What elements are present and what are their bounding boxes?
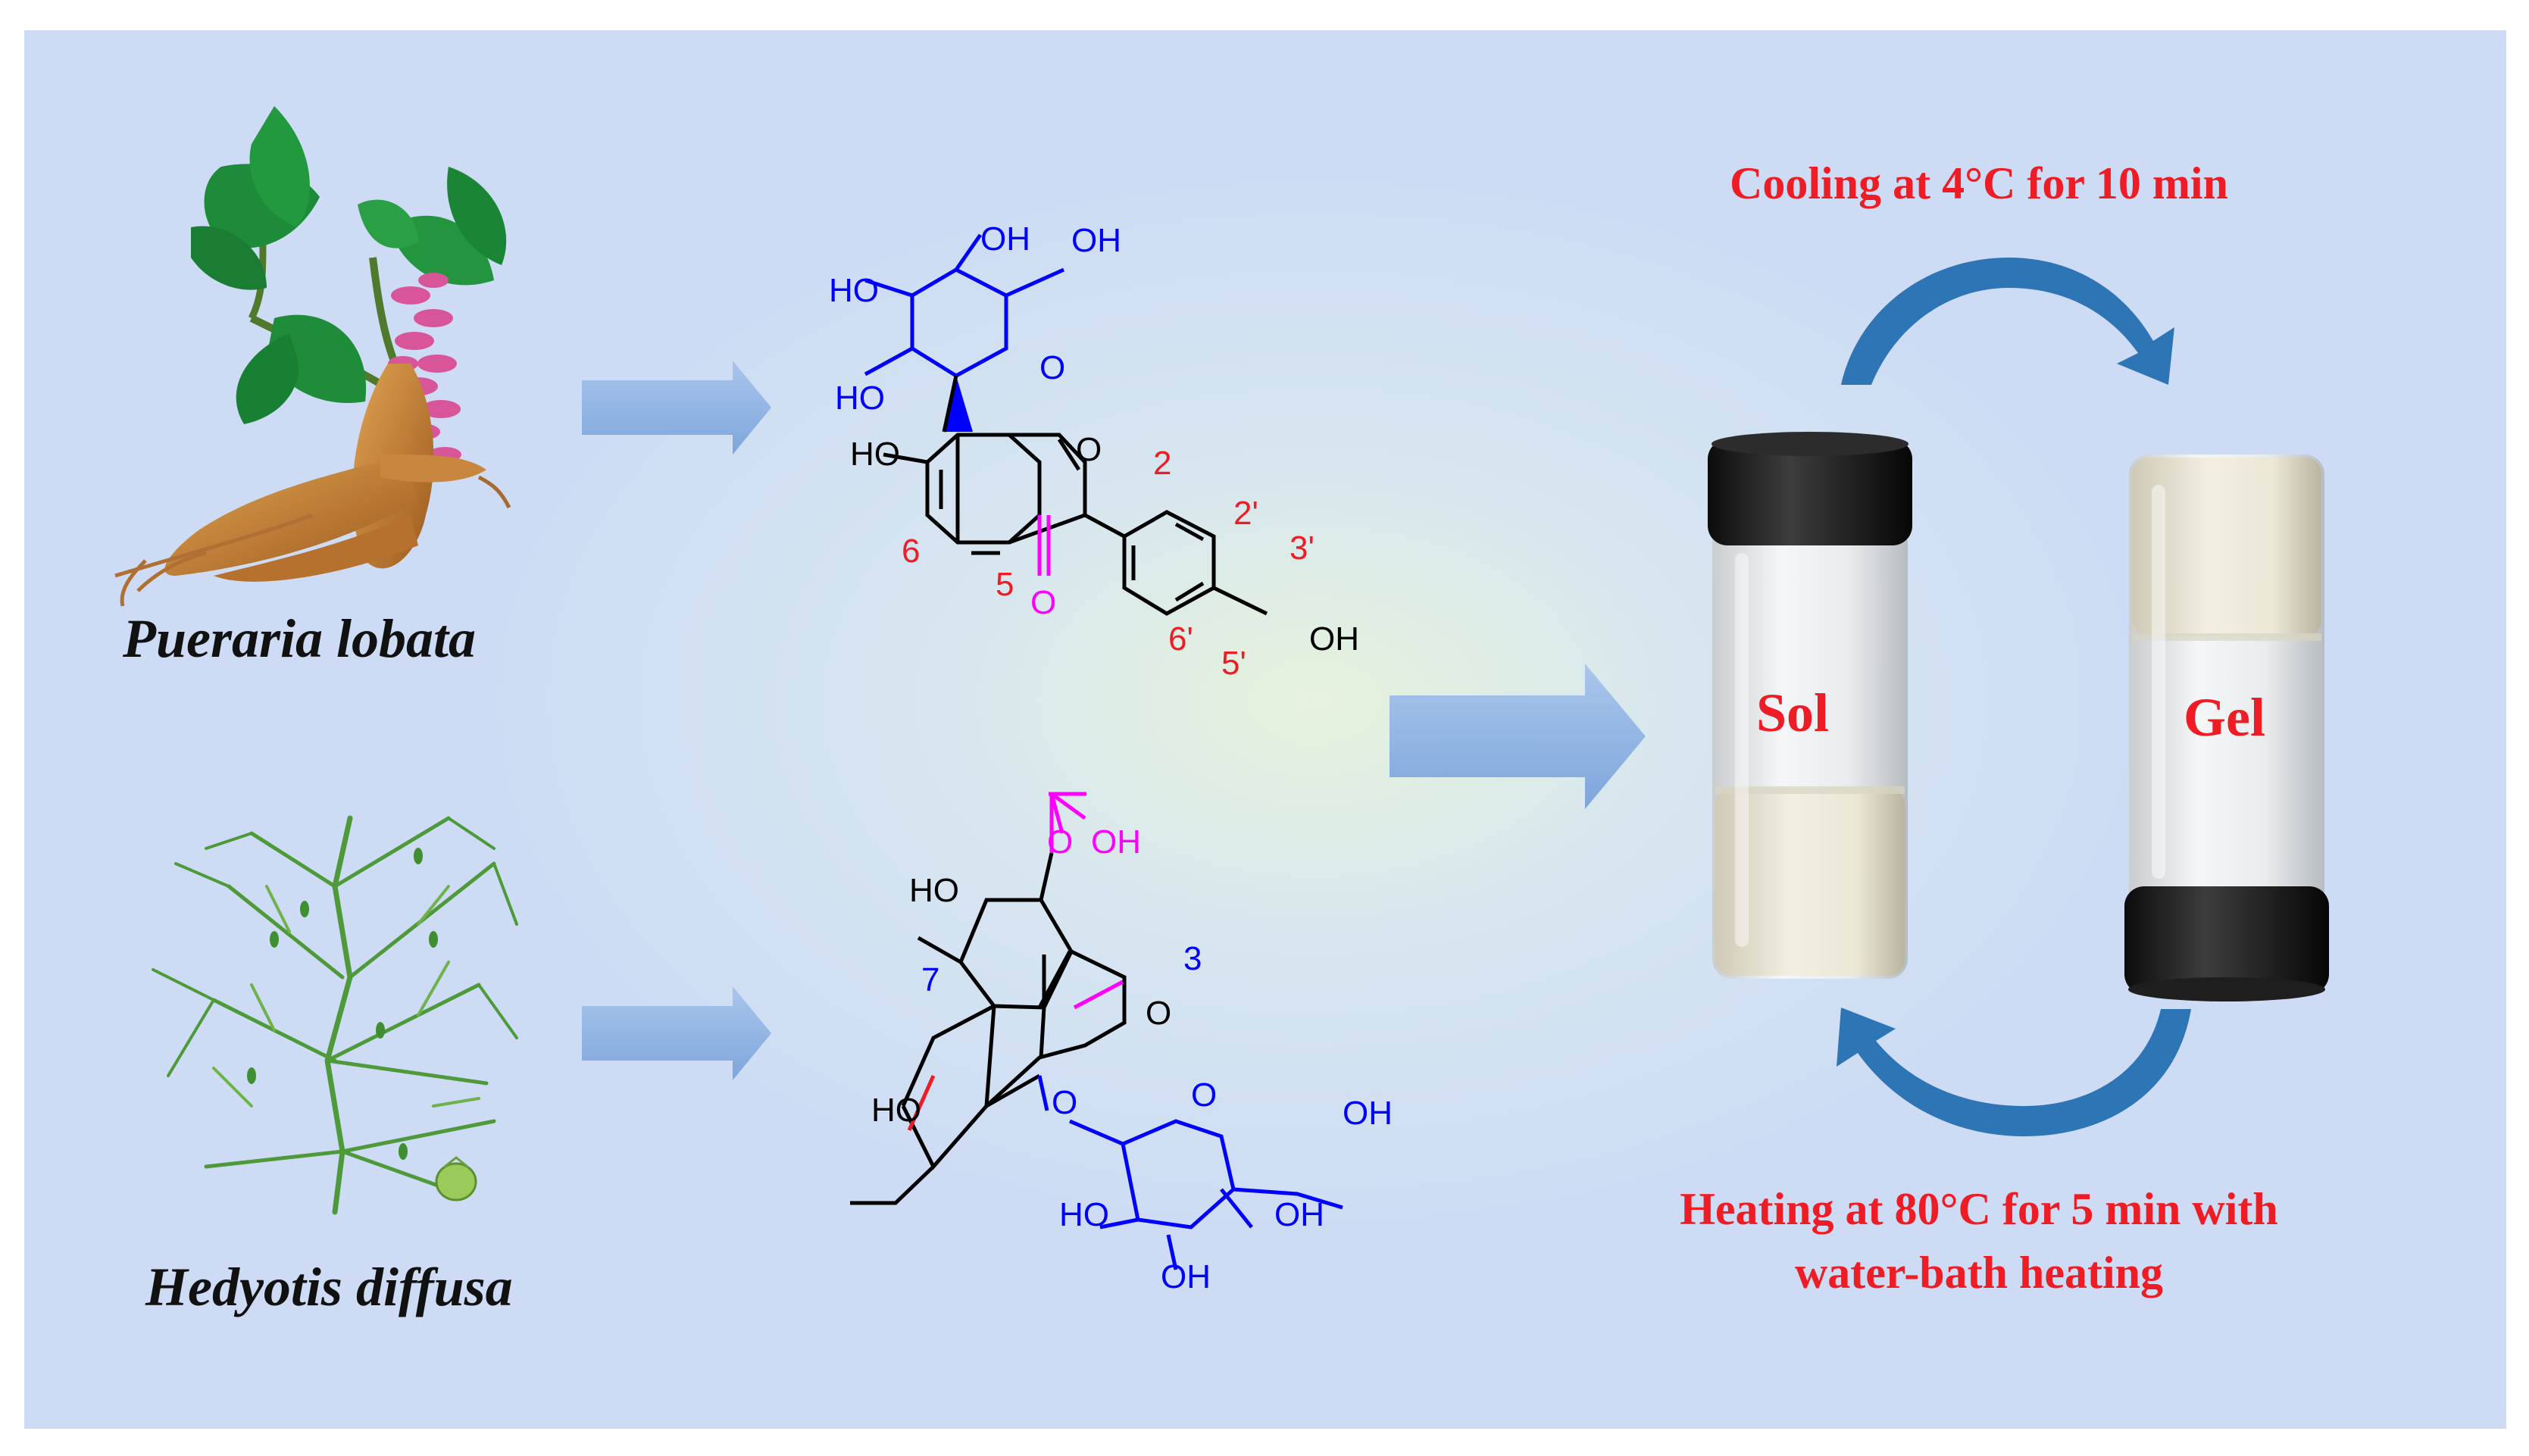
arrow-hedyotis-to-geniposidic-acid (582, 986, 771, 1080)
puerarin-label-11: 2' (1233, 495, 1258, 532)
puerarin-label-15: OH (1309, 620, 1359, 658)
puerarin-structure: OH OH HO O HO HO O 2 6 5 O 2' 3' 6' 5' O… (829, 220, 1359, 682)
puerarin-label-7: 2 (1153, 445, 1171, 482)
pueraria-lobata-label: Pueraria lobata (123, 608, 477, 669)
geniposidic-acid-structure: O OH HO 3 7 O HO O O OH HO OH OH (850, 792, 1393, 1295)
geniposidic-label-0: O (1047, 823, 1073, 861)
puerarin-label-0: OH (980, 220, 1030, 258)
puerarin-label-9: 5 (996, 566, 1014, 603)
figure-canvas: OH OH HO O HO HO O 2 6 5 O 2' 3' 6' 5' O… (24, 30, 2506, 1429)
puerarin-label-8: 6 (902, 533, 920, 570)
geniposidic-label-8: O (1191, 1076, 1217, 1114)
geniposidic-label-9: OH (1343, 1095, 1393, 1132)
arrow-pueraria-to-puerarin (582, 361, 771, 455)
geniposidic-label-5: O (1146, 995, 1171, 1032)
cooling-cycle-arrow (1841, 258, 2174, 385)
puerarin-label-6: O (1076, 431, 1102, 468)
geniposidic-label-1: OH (1091, 823, 1141, 861)
gel-vial (2124, 455, 2329, 1001)
geniposidic-label-10: HO (1059, 1196, 1109, 1233)
hedyotis-diffusa-label: Hedyotis diffusa (145, 1257, 513, 1317)
sol-vial (1708, 432, 1912, 979)
cooling-condition: Cooling at 4°C for 10 min (1730, 158, 2228, 208)
geniposidic-label-3: 3 (1183, 940, 1202, 977)
puerarin-label-3: O (1039, 349, 1065, 386)
gel-label: Gel (2184, 687, 2265, 748)
puerarin-label-13: 6' (1168, 620, 1193, 658)
arrow-to-hydrogel (1390, 664, 1646, 809)
heating-condition-line1: Heating at 80°C for 5 min with (1680, 1184, 2278, 1234)
geniposidic-label-4: 7 (921, 961, 939, 998)
geniposidic-label-12: OH (1161, 1258, 1211, 1295)
geniposidic-label-6: HO (871, 1092, 921, 1129)
geniposidic-label-7: O (1052, 1084, 1077, 1121)
puerarin-label-5: HO (850, 436, 900, 473)
hedyotis-diffusa-illustration (152, 815, 518, 1215)
figure-graphics: OH OH HO O HO HO O 2 6 5 O 2' 3' 6' 5' O… (114, 106, 2329, 1295)
geniposidic-label-11: OH (1274, 1196, 1324, 1233)
puerarin-label-4: HO (835, 380, 885, 417)
puerarin-label-1: OH (1071, 222, 1121, 259)
sol-label: Sol (1756, 683, 1830, 743)
puerarin-label-14: 5' (1221, 645, 1246, 682)
pueraria-lobata-illustration (114, 106, 511, 607)
heating-condition-line2: water-bath heating (1794, 1248, 2164, 1298)
geniposidic-label-2: HO (909, 872, 959, 909)
puerarin-label-12: 3' (1290, 530, 1315, 567)
puerarin-label-2: HO (829, 272, 879, 309)
heating-cycle-arrow (1837, 1008, 2191, 1136)
puerarin-label-10: O (1030, 584, 1056, 621)
